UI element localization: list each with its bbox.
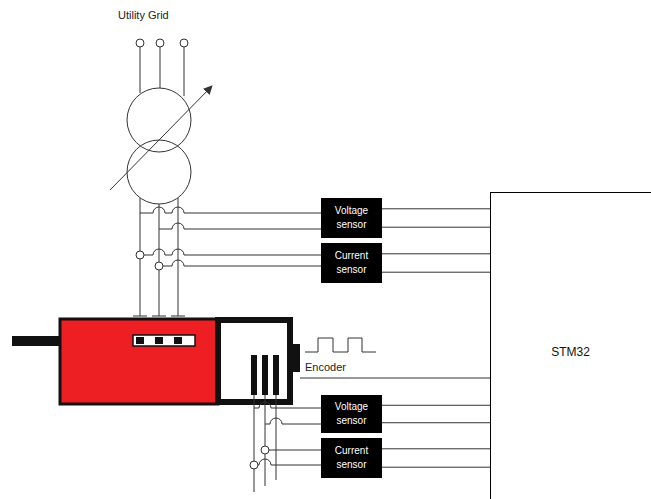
transformer-winding: [127, 140, 191, 204]
node-text: Current sensor: [325, 249, 378, 278]
slip-ring: [262, 355, 268, 395]
sensor-box: Voltage sensor: [321, 198, 382, 238]
current-tap-wire: [258, 459, 321, 465]
encoder-pulse: [305, 338, 376, 352]
microcontroller-box: STM32: [490, 192, 651, 499]
phase-wire: [140, 198, 178, 316]
sensor-box: Current sensor: [321, 438, 382, 478]
slip-ring-housing: [218, 320, 290, 402]
signal-wire: [382, 449, 490, 467]
tap-changer-arrow: [110, 86, 212, 190]
encoder-stub: [290, 344, 300, 372]
node-text: STM32: [551, 345, 590, 359]
stator-terminal: [155, 337, 163, 344]
transformer-winding: [127, 88, 191, 152]
slip-ring: [273, 355, 279, 395]
sensor-box: Voltage sensor: [321, 395, 382, 433]
stator-terminal-block: [133, 335, 195, 346]
grid-terminal: [156, 39, 164, 47]
node-text: Voltage sensor: [325, 204, 378, 233]
current-transformer: [261, 446, 269, 454]
current-tap-wire: [163, 260, 321, 266]
signal-label: Encoder: [305, 361, 346, 373]
slip-ring: [251, 355, 257, 395]
current-transformer: [155, 262, 163, 270]
current-transformer: [250, 461, 258, 469]
grid-terminal: [180, 39, 188, 47]
node-text: Voltage sensor: [325, 400, 378, 429]
encoder-signal-wire: [300, 378, 490, 379]
rotor-wire: [254, 395, 276, 492]
node-text: Current sensor: [325, 444, 378, 473]
current-tap-wire: [144, 249, 321, 255]
grid-wire: [140, 47, 184, 96]
stator-terminal: [136, 337, 144, 344]
current-transformer: [136, 251, 144, 259]
voltage-tap-wire: [254, 402, 321, 408]
signal-wire: [382, 254, 490, 272]
stator-terminal: [174, 337, 182, 344]
stator-body: [60, 319, 218, 404]
grid-terminal: [136, 39, 144, 47]
signal-wire: [382, 209, 490, 227]
machine-shaft: [12, 336, 62, 346]
signal-wire: [382, 405, 490, 422]
voltage-tap-wire: [265, 418, 321, 424]
sensor-box: Current sensor: [321, 243, 382, 283]
voltage-tap-wire: [159, 223, 321, 229]
grid-label: Utility Grid: [118, 9, 169, 21]
voltage-tap-wire: [140, 207, 321, 213]
current-tap-wire: [269, 450, 321, 451]
